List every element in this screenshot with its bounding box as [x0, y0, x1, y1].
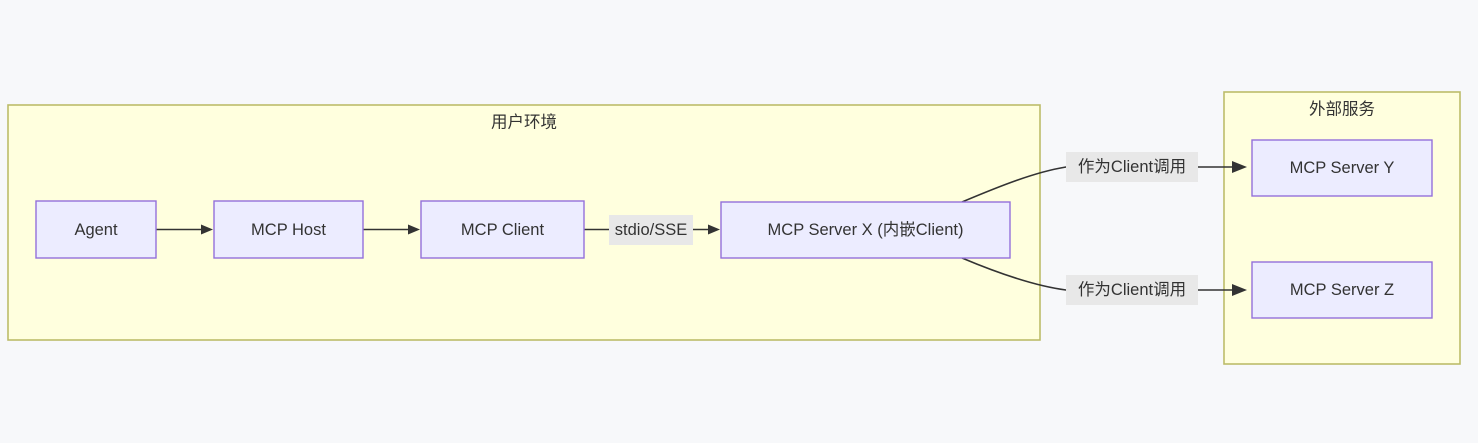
node-mcp-client-label: MCP Client [461, 221, 545, 239]
edge-host-to-client-arrowhead [408, 224, 420, 235]
edge-agent-to-host [156, 224, 213, 235]
node-mcp-server-y-label: MCP Server Y [1290, 159, 1395, 177]
edge-label-servery-call: 作为Client调用 [1066, 152, 1198, 182]
edge-serverx-to-servery-arrowhead [1232, 161, 1247, 173]
node-mcp-server-z-rect[interactable] [1251, 261, 1433, 319]
node-agent-rect[interactable] [35, 200, 157, 259]
node-mcp-server-y-rect[interactable] [1251, 139, 1433, 197]
node-agent-label: Agent [74, 221, 118, 239]
edge-serverx-to-serverz-line [961, 257, 1198, 291]
edge-serverx-to-servery-line [961, 166, 1198, 203]
node-mcp-server-z-label: MCP Server Z [1290, 281, 1394, 299]
cluster-external-services-title: 外部服务 [1309, 99, 1375, 118]
node-mcp-host[interactable]: MCP Host [213, 200, 364, 259]
node-agent[interactable]: Agent [35, 200, 157, 259]
edge-label-serverz-call-text: 作为Client调用 [1078, 280, 1186, 299]
edge-label-stdio-sse-bg [609, 215, 693, 245]
cluster-user-environment-title: 用户环境 [491, 112, 557, 131]
node-mcp-server-x-label: MCP Server X (内嵌Client) [768, 220, 964, 239]
edge-label-serverz-call-bg [1066, 275, 1198, 305]
edge-serverx-to-servery [961, 161, 1247, 203]
node-mcp-client[interactable]: MCP Client [420, 200, 585, 259]
edge-label-servery-call-bg [1066, 152, 1198, 182]
node-mcp-server-z[interactable]: MCP Server Z [1251, 261, 1433, 319]
node-mcp-host-label: MCP Host [251, 221, 326, 239]
node-mcp-server-y[interactable]: MCP Server Y [1251, 139, 1433, 197]
node-mcp-server-x-rect[interactable] [720, 201, 1011, 259]
edge-client-to-serverx-arrowhead [708, 224, 720, 235]
cluster-external-services: 外部服务 [1223, 91, 1461, 365]
node-mcp-server-x[interactable]: MCP Server X (内嵌Client) [720, 201, 1011, 259]
cluster-external-services-rect [1223, 91, 1461, 365]
edge-label-servery-call-text: 作为Client调用 [1078, 157, 1186, 176]
edge-label-stdio-sse-text: stdio/SSE [615, 221, 687, 239]
edge-serverx-to-serverz-arrowhead [1232, 284, 1247, 296]
edge-host-to-client [363, 224, 420, 235]
edge-label-serverz-call: 作为Client调用 [1066, 275, 1198, 305]
node-mcp-host-rect[interactable] [213, 200, 364, 259]
node-mcp-client-rect[interactable] [420, 200, 585, 259]
edge-label-stdio-sse: stdio/SSE [609, 215, 693, 245]
edge-serverx-to-serverz [961, 257, 1247, 296]
edge-agent-to-host-arrowhead [201, 224, 213, 235]
